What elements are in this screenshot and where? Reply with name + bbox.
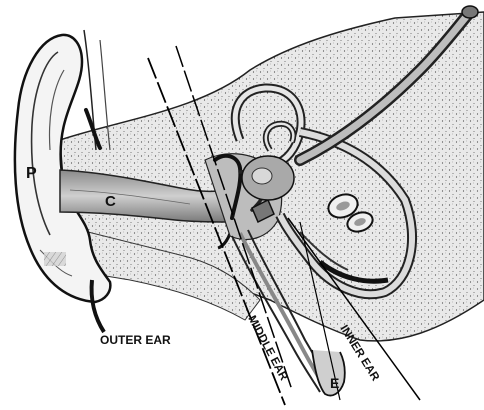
label-outer-ear: OUTER EAR [100,333,171,347]
label-e: E [330,375,339,391]
label-p: P [26,165,37,182]
label-middle-ear: MIDDLE EAR [245,314,290,383]
label-c: C [105,193,116,210]
